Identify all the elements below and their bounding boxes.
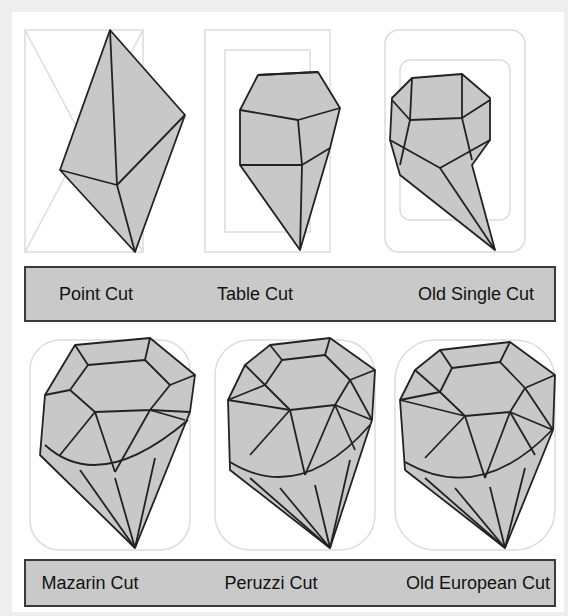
label-band: Point Cut Table Cut Old Single Cut	[24, 266, 556, 322]
cut-name: Mazarin Cut	[41, 573, 138, 594]
label-band: Mazarin Cut Peruzzi Cut Old European Cut	[24, 559, 556, 607]
cut-name: Table Cut	[217, 284, 293, 305]
cut-name: Point Cut	[59, 284, 133, 305]
cut-name: Old European Cut	[406, 573, 550, 594]
cut-name: Old Single Cut	[418, 284, 534, 305]
cut-name: Peruzzi Cut	[224, 573, 317, 594]
